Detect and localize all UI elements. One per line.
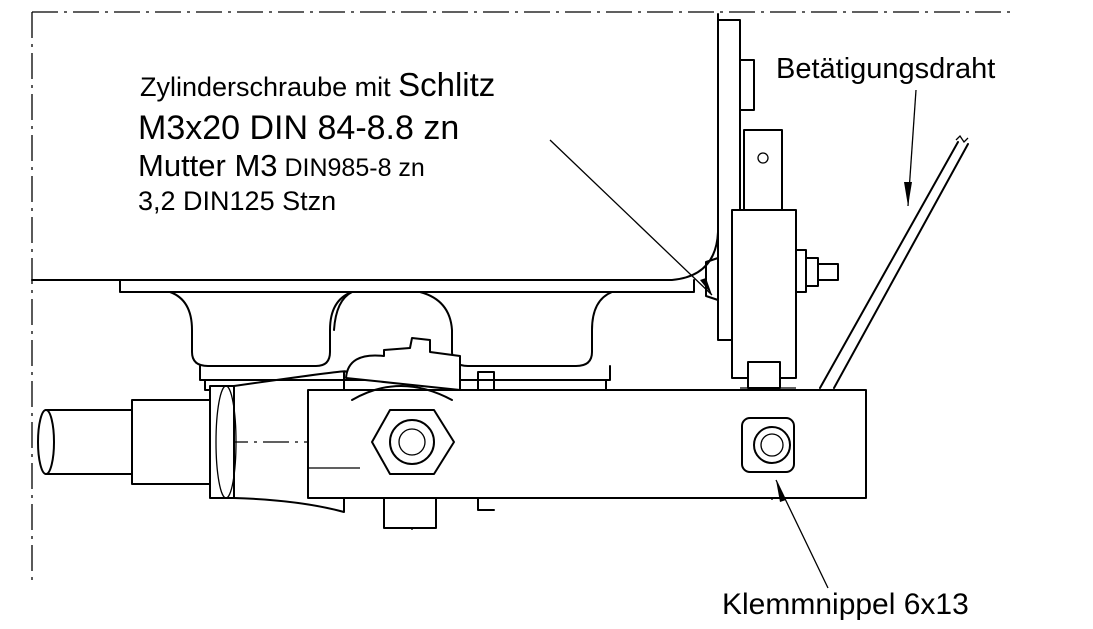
housing-body	[31, 13, 719, 293]
clamping-nipple	[741, 417, 795, 473]
clamp-nut	[345, 337, 461, 529]
bracket-assembly	[705, 19, 839, 389]
actuating-wire	[819, 134, 969, 389]
wire-label: Betätigungsdraht	[776, 53, 995, 85]
screw-label-line1: Zylinderschraube mit Schlitz	[140, 66, 495, 103]
nipple-label: Klemmnippel 6x13	[722, 588, 969, 621]
nut-label: Mutter M3 DIN985-8 zn	[138, 148, 425, 183]
leader-lines	[549, 89, 917, 589]
screw-label-line2: M3x20 DIN 84-8.8 zn	[138, 109, 459, 147]
washer-label: 3,2 DIN125 Stzn	[138, 186, 336, 216]
main-bar	[307, 371, 867, 511]
left-shaft	[37, 370, 347, 513]
